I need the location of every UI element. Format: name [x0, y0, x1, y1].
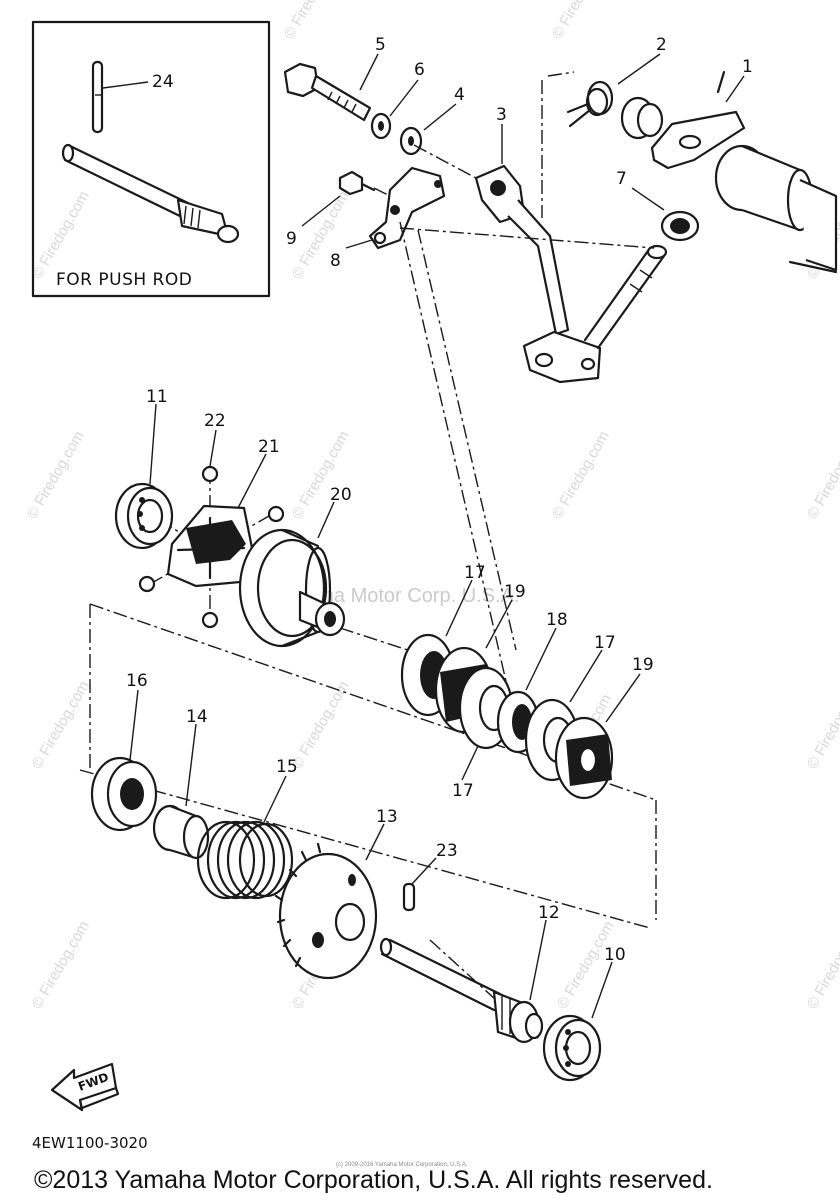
- washer-part-4: [399, 126, 423, 156]
- bearing-part-11: [114, 482, 174, 550]
- plate-part-1: [650, 70, 746, 170]
- ball-part-22: [138, 465, 285, 629]
- kick-gear-part-20: [238, 528, 346, 648]
- coil-spring-part-15: [196, 820, 294, 900]
- callout-17-right: 17: [594, 633, 616, 653]
- watermark: © Firedog.com: [24, 428, 88, 522]
- callout-18: 18: [546, 610, 568, 630]
- watermark: © Firedog.com: [804, 428, 840, 522]
- inset-caption: FOR PUSH ROD: [56, 270, 192, 290]
- watermark: © Firedog.com: [554, 918, 618, 1012]
- watermark: © Firedog.com: [804, 918, 840, 1012]
- kick-sprocket-part-13: [274, 842, 378, 980]
- callout-10: 10: [604, 945, 626, 965]
- callout-12: 12: [538, 903, 560, 923]
- callout-5: 5: [375, 35, 386, 55]
- watermark: © Firedog.com: [289, 428, 353, 522]
- copyright-notice: ©2013 Yamaha Motor Corporation, U.S.A. A…: [34, 1166, 713, 1194]
- callout-23: 23: [436, 841, 458, 861]
- inset-frame: [31, 20, 271, 298]
- return-spring-part-2: [566, 80, 614, 128]
- watermark: © Firedog.com: [29, 918, 93, 1012]
- callout-17-top: 17: [464, 563, 486, 583]
- callout-labels: 5 6 4 3 2 1 7 9 8 11 22 21 20 17 19 18 1…: [126, 35, 753, 965]
- oil-seal-part-16: [90, 756, 158, 832]
- spring-washer-part-6: [370, 112, 392, 140]
- callout-19-top: 19: [504, 582, 526, 602]
- callout-21: 21: [258, 437, 280, 457]
- kick-shaft-part-12: [379, 937, 544, 1044]
- pin-part-23: [402, 882, 416, 912]
- callout-7: 7: [616, 169, 627, 189]
- callout-24: 24: [152, 72, 174, 92]
- collar: [620, 96, 664, 140]
- callout-6: 6: [414, 60, 425, 80]
- diagram-code: 4EW1100-3020: [32, 1134, 148, 1152]
- callout-4: 4: [454, 85, 465, 105]
- watermark: © Firedog.com: [804, 678, 840, 772]
- ratchet-cam-part-21: [166, 504, 254, 588]
- bearing-housing: [714, 144, 838, 274]
- leader-lines: [129, 53, 745, 1019]
- bolt-part-5: [283, 62, 372, 122]
- fwd-arrow-icon: FWD: [50, 1062, 120, 1112]
- center-watermark: Yamaha Motor Corp. U.S.A.: [272, 585, 520, 607]
- watermark: © Firedog.com: [29, 188, 93, 282]
- collar-part-14: [152, 804, 210, 860]
- callout-9: 9: [286, 229, 297, 249]
- callout-16: 16: [126, 671, 148, 691]
- watermark: © Firedog.com: [29, 678, 93, 772]
- clutch-hub-part-19b: [554, 716, 614, 800]
- callout-3: 3: [496, 105, 507, 125]
- kick-shaft-upper: [583, 244, 668, 350]
- kick-crank-part-3: [474, 164, 602, 384]
- push-rod-inset: 24 FOR PUSH ROD: [31, 20, 271, 298]
- watermark: © Firedog.com: [549, 428, 613, 522]
- callout-20: 20: [330, 485, 352, 505]
- watermark: © Firedog.com: [549, 0, 613, 42]
- pin-24: [91, 60, 104, 134]
- bolt-part-9: [338, 170, 376, 196]
- callout-13: 13: [376, 807, 398, 827]
- callout-19-right: 19: [632, 655, 654, 675]
- watermark: © Firedog.com: [289, 188, 353, 282]
- callout-22: 22: [204, 411, 226, 431]
- callout-2: 2: [656, 35, 667, 55]
- callout-15: 15: [276, 757, 298, 777]
- callout-17-bottom: 17: [452, 781, 474, 801]
- callout-1: 1: [742, 57, 753, 77]
- bracket-part-8: [368, 166, 446, 250]
- callout-11: 11: [146, 387, 168, 407]
- bearing-part-10: [542, 1014, 602, 1082]
- watermark: © Firedog.com: [281, 0, 345, 42]
- oil-seal-part-7: [660, 210, 700, 242]
- callout-8: 8: [330, 251, 341, 271]
- small-print: (c) 2009-2016 Yamaha Motor Corporation, …: [336, 1162, 468, 1168]
- callout-14: 14: [186, 707, 208, 727]
